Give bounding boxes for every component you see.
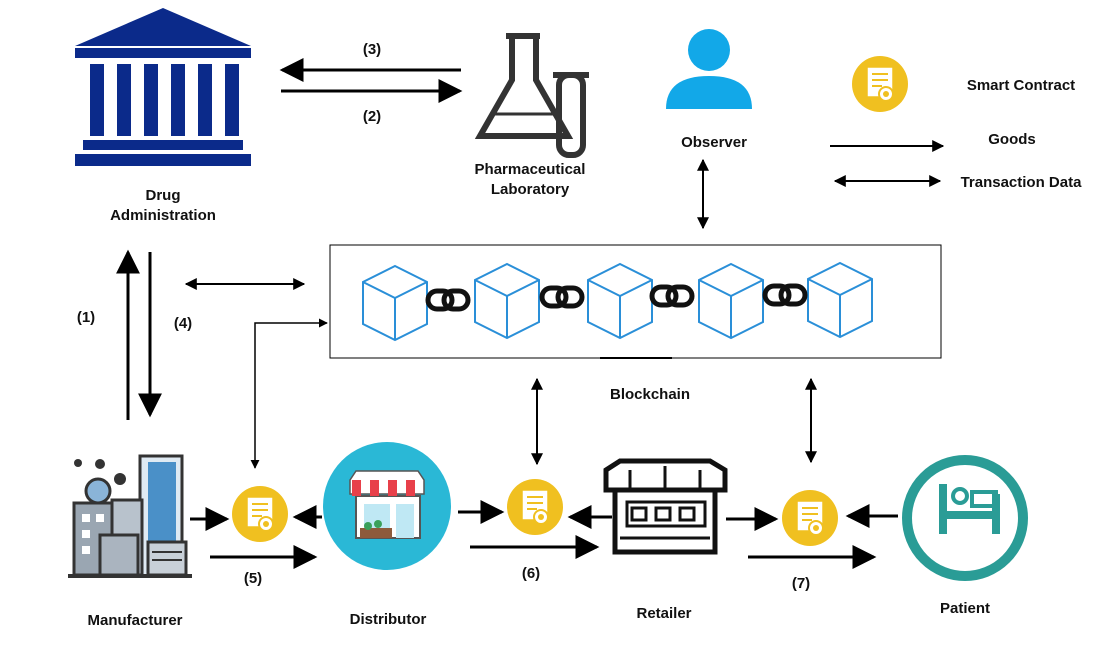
step-1-label: (1) — [76, 309, 96, 326]
blockchain-label: Blockchain — [609, 386, 691, 403]
manufacturer-label: Manufacturer — [87, 612, 183, 629]
store-icon — [323, 442, 451, 570]
lab-flask-icon — [474, 33, 589, 158]
shop-icon — [603, 458, 728, 555]
legend-goods-label: Goods — [988, 131, 1036, 148]
smart-contract-icon — [851, 55, 909, 113]
block-cube-4 — [698, 263, 764, 339]
legend-transaction-data-label: Transaction Data — [960, 174, 1082, 191]
block-cube-2 — [474, 263, 540, 339]
pharmaceutical-laboratory-label: Pharmaceutical Laboratory — [455, 160, 605, 200]
step-7-label: (7) — [791, 575, 811, 592]
step-5-label: (5) — [243, 570, 263, 587]
drug-administration-line1: Drug — [145, 187, 181, 204]
smart-contract-icon-2 — [506, 478, 564, 536]
drug-administration-label: Drug Administration — [98, 186, 228, 226]
block-cube-3 — [587, 263, 653, 339]
distributor-label: Distributor — [349, 611, 427, 628]
pharmaceutical-laboratory-line2: Laboratory — [490, 181, 570, 198]
hospital-bed-icon — [902, 455, 1028, 581]
step-2-label: (2) — [362, 108, 382, 125]
contract-1-blockchain-arrow — [250, 318, 328, 469]
pharmaceutical-laboratory-line1: Pharmaceutical — [474, 161, 586, 178]
retailer-label: Retailer — [636, 605, 692, 622]
blockchain-box — [329, 244, 942, 359]
block-cube-1 — [362, 265, 428, 341]
legend-smart-contract-label: Smart Contract — [966, 77, 1076, 94]
step-6-label: (6) — [521, 565, 541, 582]
patient-label: Patient — [939, 600, 990, 617]
drug-administration-line2: Administration — [110, 207, 216, 224]
smart-contract-icon-3 — [781, 489, 839, 547]
smart-contract-icon-1 — [231, 485, 289, 543]
factory-icon — [68, 454, 192, 578]
block-cube-5 — [807, 262, 873, 338]
government-building-icon — [75, 8, 251, 166]
step-4-label: (4) — [173, 315, 193, 332]
step-3-label: (3) — [362, 41, 382, 58]
user-icon — [666, 29, 752, 109]
observer-label: Observer — [681, 134, 747, 151]
